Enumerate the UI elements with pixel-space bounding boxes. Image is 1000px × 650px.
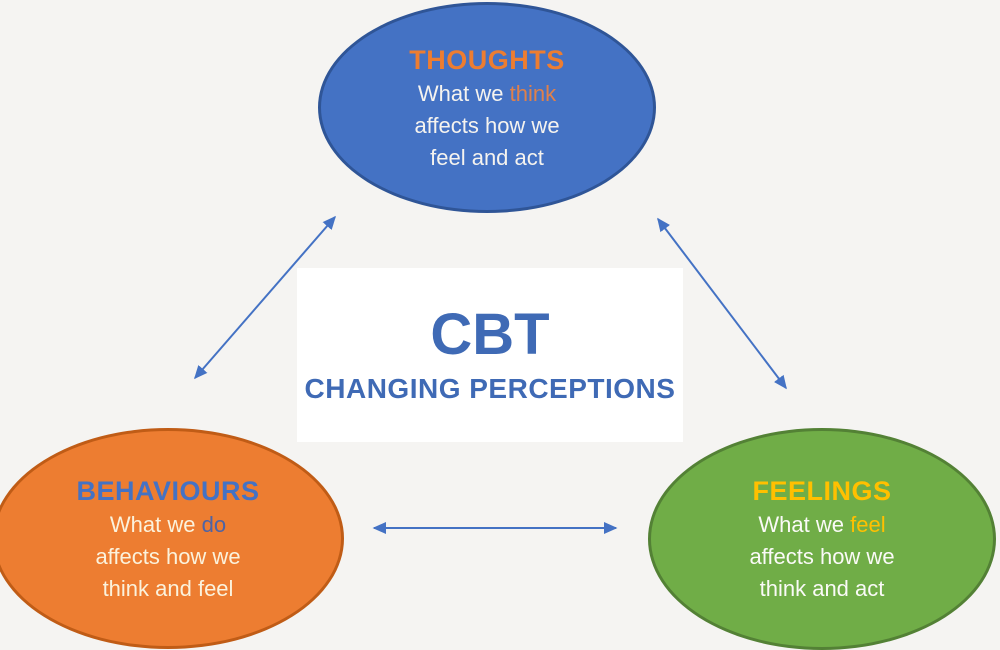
feelings-body-keyword: feel [850,512,886,537]
behaviours-ellipse: BEHAVIOURS What we do affects how we thi… [0,428,344,649]
center-title-box: CBT CHANGING PERCEPTIONS [297,268,683,442]
behaviours-body-keyword: do [201,511,227,537]
feelings-body-line2: affects how we [749,544,895,569]
cbt-subtitle: CHANGING PERCEPTIONS [304,373,676,404]
thoughts-ellipse: THOUGHTS What we think affects how we fe… [318,2,656,213]
behaviours-body: What we do affects how we think and feel [95,509,240,605]
thoughts-body-keyword: think [509,80,557,106]
behaviours-body-line1-prefix: What we [109,511,202,537]
thoughts-title: THOUGHTS [409,44,565,75]
cbt-title: CBT [430,302,550,367]
thoughts-body: What we think affects how we feel and ac… [414,78,559,174]
feelings-title: FEELINGS [752,476,892,506]
feelings-body-line3: think and act [759,576,885,601]
thoughts-body-line1-prefix: What we [417,80,510,106]
thoughts-body-line2: affects how we [414,112,560,138]
feelings-ellipse: FEELINGS What we feel affects how we thi… [648,428,996,650]
thoughts-body-line3: feel and act [430,144,544,170]
behaviours-title: BEHAVIOURS [76,475,260,506]
behaviours-body-line2: affects how we [95,543,241,569]
feelings-body: What we feel affects how we think and ac… [749,509,894,605]
behaviours-body-line3: think and feel [102,575,234,601]
feelings-body-line1-prefix: What we [758,512,851,537]
